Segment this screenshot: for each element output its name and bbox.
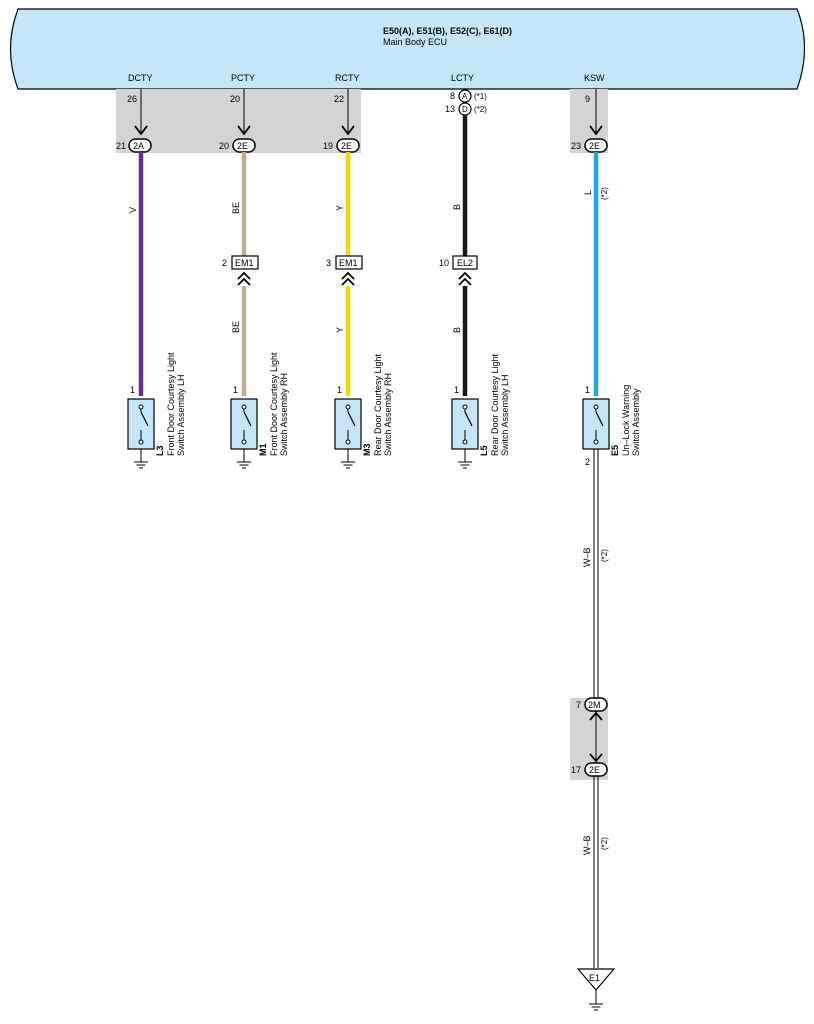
ecu-block — [9, 8, 806, 90]
inline-pin-rcty: 3 — [326, 258, 331, 268]
ecu-subtitle: Main Body ECU — [383, 37, 447, 47]
junction-pin-pcty: 20 — [219, 141, 229, 151]
inline-pin-pcty: 2 — [222, 258, 227, 268]
inline-connector-label-pcty: EM1 — [235, 258, 254, 268]
junction-label-dcty: 2A — [133, 141, 144, 151]
ecu-connector-a-lcty — [458, 89, 472, 103]
switch-e5: E5 Un–Lock Warning Switch Assembly — [582, 385, 641, 456]
lower-junction-top-pin: 7 — [576, 700, 581, 710]
switch-name-m3-line2: Switch Assembly RH — [383, 373, 393, 456]
ground-wire-ksw-lower — [593, 776, 599, 968]
switch-pin-lcty: 1 — [454, 385, 459, 395]
switch-pin-dcty: 1 — [130, 385, 135, 395]
ground-symbol-m1 — [236, 461, 252, 469]
ecu-note-d-lcty: (*2) — [474, 105, 487, 114]
inline-connector-pcty — [231, 255, 259, 270]
junction-pin-rcty: 19 — [323, 141, 333, 151]
lower-junction-bottom-label: 2E — [589, 765, 600, 775]
junction-label-pcty: 2E — [237, 141, 248, 151]
ground-wire-note-1: (*2) — [600, 549, 609, 562]
ecu-note-a-lcty: (*1) — [474, 92, 487, 101]
inline-connector-lcty — [452, 255, 478, 270]
signal-label-dcty: DCTY — [128, 73, 153, 83]
switch-l3: L3 Front Door Courtesy Light Switch Asse… — [127, 352, 186, 469]
wire-color-ksw: L — [583, 190, 593, 195]
inline-connector-label-lcty: EL2 — [457, 258, 473, 268]
switch-name-m1-line2: Switch Assembly RH — [279, 373, 289, 456]
circuit-lcty: LCTY A 8 (*1) D 13 (*2) B EL2 10 B 1 — [439, 73, 487, 396]
ground-point-label: E1 — [589, 973, 600, 983]
switch-m1: M1 Front Door Courtesy Light Switch Asse… — [230, 352, 289, 469]
lower-junction-bottom — [584, 762, 608, 777]
switch-pin-pcty: 1 — [233, 385, 238, 395]
switch-m3: M3 Rear Door Courtesy Light Switch Assem… — [334, 353, 393, 469]
junction-label-rcty: 2E — [341, 141, 352, 151]
lower-junction-bottom-pin: 17 — [571, 765, 581, 775]
switch-pin-rcty: 1 — [337, 385, 342, 395]
switch-name-m1-line1: Front Door Courtesy Light — [269, 352, 279, 456]
signal-label-rcty: RCTY — [335, 73, 360, 83]
switch-name-e5-line1: Un–Lock Warning — [621, 385, 631, 456]
wire-color-pcty-upper: BE — [231, 202, 241, 214]
ecu-pin-pcty: 20 — [230, 94, 240, 104]
switch-name-e5-line2: Switch Assembly — [631, 388, 641, 456]
switch-code-l5: L5 — [479, 445, 489, 456]
ecu-pin-d-lcty: 13 — [445, 104, 455, 114]
wire-color-lcty-lower: B — [452, 327, 462, 333]
inline-pin-lcty: 10 — [439, 258, 449, 268]
ground-point-e1 — [576, 968, 616, 991]
signal-label-pcty: PCTY — [231, 73, 255, 83]
ground-symbol-m3 — [340, 461, 356, 469]
wire-color-pcty-lower: BE — [231, 321, 241, 333]
wire-color-lcty-upper: B — [452, 204, 462, 210]
switch-pin-out-ksw: 2 — [585, 457, 590, 467]
lower-junction-top-label: 2M — [588, 700, 601, 710]
switch-code-m1: M1 — [258, 443, 268, 456]
ground-wire-ksw-upper — [593, 456, 599, 698]
junction-pin-dcty: 21 — [116, 141, 126, 151]
circuit-pcty: PCTY 20 2E 20 BE EM1 2 BE 1 — [219, 73, 259, 396]
ecu-pin-rcty: 22 — [334, 94, 344, 104]
signal-label-ksw: KSW — [584, 73, 605, 83]
circuit-ksw: KSW 9 2E 23 L (*2) 1 2 W–B (*2) 2M 7 2E … — [571, 73, 616, 1011]
circuit-rcty: RCTY 22 2E 19 Y EM1 3 Y 1 — [323, 73, 363, 396]
ecu-connector-a-label: A — [462, 92, 468, 101]
signal-label-lcty: LCTY — [451, 73, 474, 83]
ecu-pin-dcty: 26 — [127, 94, 137, 104]
switch-code-e5: E5 — [610, 445, 620, 456]
switch-l5: L5 Rear Door Courtesy Light Switch Assem… — [451, 353, 510, 469]
ground-symbol-l3 — [133, 461, 149, 469]
switch-name-l3-line1: Front Door Courtesy Light — [166, 352, 176, 456]
switch-name-l5-line2: Switch Assembly LH — [500, 374, 510, 456]
ground-wire-note-2: (*2) — [600, 837, 609, 850]
junction-pin-ksw: 23 — [571, 141, 581, 151]
junction-label-ksw: 2E — [589, 141, 600, 151]
switch-pin-ksw: 1 — [585, 385, 590, 395]
wire-note-ksw: (*2) — [600, 187, 609, 200]
wire-color-rcty-lower: Y — [335, 327, 345, 333]
ecu-connector-d-label: D — [462, 105, 468, 114]
switch-code-m3: M3 — [362, 443, 372, 456]
circuit-dcty: DCTY 26 2A 21 V 1 — [116, 73, 153, 396]
wire-color-dcty: V — [128, 207, 138, 213]
ground-wire-label-2: W–B — [582, 835, 592, 855]
inline-connector-label-rcty: EM1 — [339, 258, 358, 268]
switch-name-l3-line2: Switch Assembly LH — [176, 374, 186, 456]
switch-name-l5-line1: Rear Door Courtesy Light — [490, 353, 500, 456]
switch-code-l3: L3 — [155, 445, 165, 456]
ecu-pin-a-lcty: 8 — [450, 91, 455, 101]
ground-wire-label-1: W–B — [582, 547, 592, 567]
inline-connector-rcty — [335, 255, 363, 270]
ecu-pin-ksw: 9 — [585, 94, 590, 104]
switch-name-m3-line1: Rear Door Courtesy Light — [373, 353, 383, 456]
wire-color-rcty-upper: Y — [335, 205, 345, 211]
ecu-title: E50(A), E51(B), E52(C), E61(D) — [383, 26, 512, 36]
ground-symbol-l5 — [457, 461, 473, 469]
